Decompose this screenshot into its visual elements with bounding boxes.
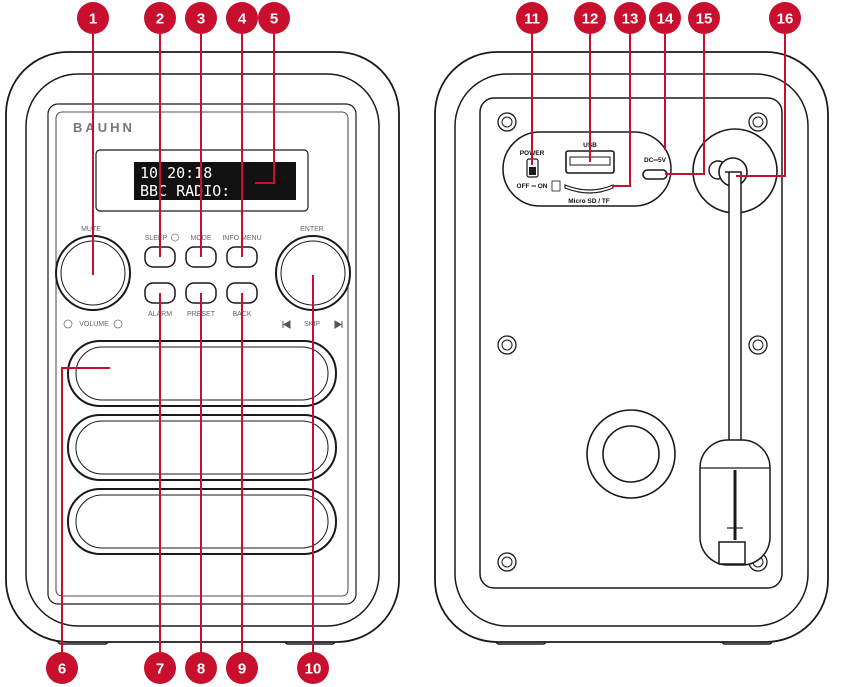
dc-input-port[interactable] [642, 169, 668, 180]
back-view: POWER OFF ═ ON USB Micro SD / TF DC═5V [434, 51, 829, 645]
callout-1: 1 [77, 2, 109, 34]
screw-icon [752, 339, 764, 351]
volume-plus-icon [113, 319, 123, 329]
svg-text:13: 13 [622, 11, 639, 28]
svg-text:1: 1 [89, 11, 97, 28]
callout-3: 3 [185, 2, 217, 34]
callout-8: 8 [185, 652, 217, 684]
svg-text:14: 14 [657, 11, 674, 28]
volume-minus-icon [63, 319, 73, 329]
svg-text:9: 9 [238, 661, 246, 678]
screw-icon [501, 339, 513, 351]
callout-leaders [61, 28, 786, 658]
leader-5 [255, 28, 275, 184]
callout-9: 9 [226, 652, 258, 684]
callout-13: 13 [614, 2, 646, 34]
power-switch-slider [529, 167, 536, 175]
sleep-icon [171, 233, 179, 242]
callout-10: 10 [297, 652, 329, 684]
screw-icon [501, 556, 513, 568]
micro-sd-slot[interactable] [564, 184, 614, 194]
callout-12: 12 [574, 2, 606, 34]
svg-text:15: 15 [696, 11, 713, 28]
svg-text:12: 12 [582, 11, 599, 28]
off-on-label: OFF ═ ON [517, 183, 548, 190]
callout-16: 16 [769, 2, 801, 34]
callout-14: 14 [649, 2, 681, 34]
dc-label: DC═5V [644, 157, 667, 164]
svg-text:6: 6 [58, 661, 66, 678]
leader-15 [665, 28, 705, 175]
bass-port-inner [602, 425, 660, 483]
antenna-tip [718, 541, 746, 565]
brand-logo: BAUHN [73, 120, 135, 135]
callout-11: 11 [516, 2, 548, 34]
svg-text:2: 2 [156, 11, 164, 28]
svg-text:8: 8 [197, 661, 205, 678]
micro-sd-label: Micro SD / TF [568, 198, 610, 205]
sleep-label: SLEEP [145, 235, 168, 242]
skip-back-icon [282, 320, 291, 329]
callout-15: 15 [688, 2, 720, 34]
screws [497, 112, 768, 572]
svg-text:16: 16 [777, 11, 794, 28]
callout-4: 4 [226, 2, 258, 34]
svg-text:5: 5 [270, 11, 278, 28]
display-line-1: 10 20:18 [140, 164, 212, 182]
callout-6: 6 [46, 652, 78, 684]
svg-text:7: 7 [156, 661, 164, 678]
svg-text:3: 3 [197, 11, 205, 28]
enter-label: ENTER [300, 226, 324, 233]
screw-icon [501, 116, 513, 128]
leader-13 [612, 28, 631, 187]
skip-forward-icon [334, 320, 343, 329]
callout-7: 7 [144, 652, 176, 684]
callout-5: 5 [258, 2, 290, 34]
svg-text:4: 4 [238, 11, 247, 28]
callout-2: 2 [144, 2, 176, 34]
front-view: BAUHN 10 20:18 BBC RADIO: MUTE VOLUME EN… [5, 51, 400, 645]
sd-card-icon [551, 180, 561, 192]
screw-icon [752, 116, 764, 128]
volume-label: VOLUME [79, 321, 109, 328]
leader-6 [61, 367, 110, 658]
svg-text:11: 11 [524, 11, 540, 28]
svg-text:10: 10 [305, 661, 322, 678]
display-line-2: BBC RADIO: [140, 182, 230, 200]
leader-16 [736, 28, 786, 177]
callout-badges: 1 2 3 4 5 6 7 8 9 10 11 12 13 14 15 16 [46, 2, 801, 684]
mute-label: MUTE [81, 226, 101, 233]
